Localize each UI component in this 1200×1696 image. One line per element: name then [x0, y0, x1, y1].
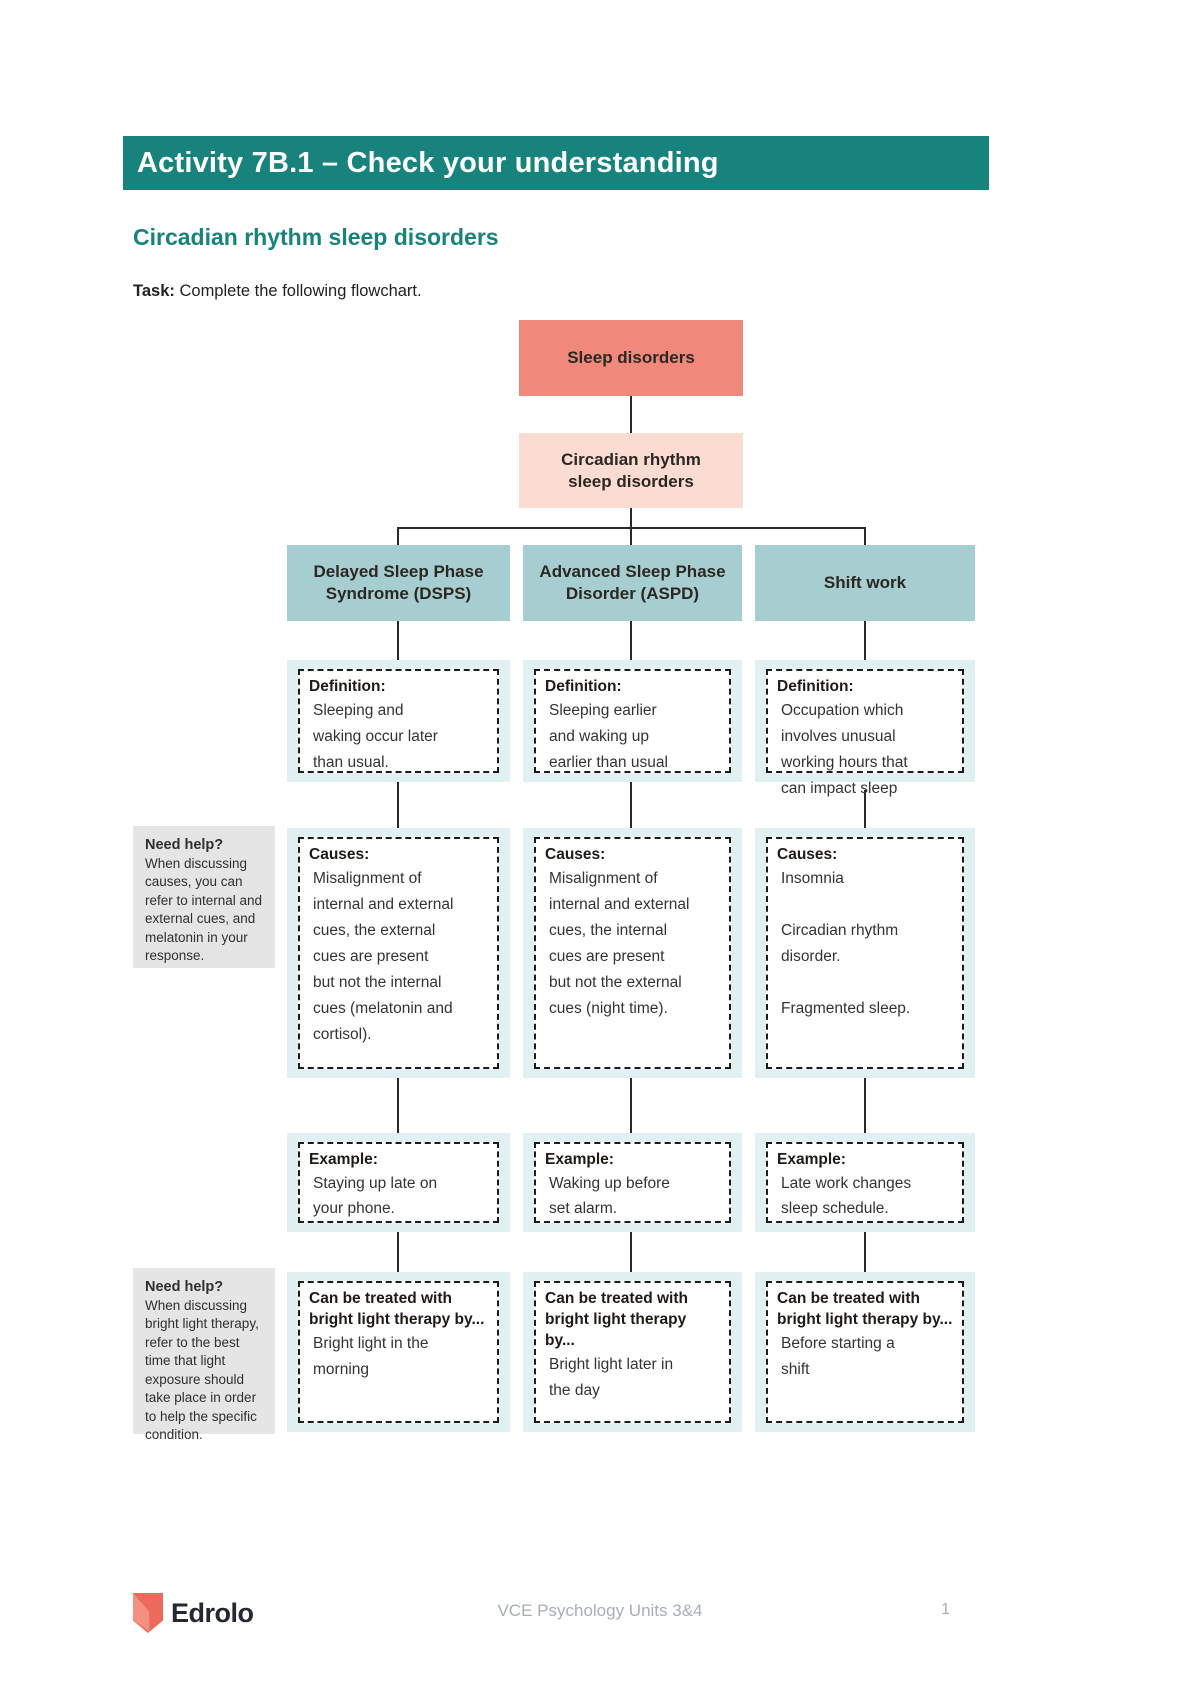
example-field-shift[interactable]: Example: Late work changes sleep schedul…	[766, 1142, 964, 1223]
example-panel-dsps: Example: Staying up late on your phone.	[287, 1133, 510, 1232]
connector-line	[864, 1232, 866, 1272]
causes-field-dsps[interactable]: Causes: Misalignment of internal and ext…	[298, 837, 499, 1069]
causes-label: Causes:	[545, 846, 606, 863]
definition-answer-shift: Occupation which involves unusual workin…	[781, 702, 908, 797]
example-label: Example:	[777, 1151, 846, 1168]
example-panel-aspd: Example: Waking up before set alarm.	[523, 1133, 742, 1232]
definition-panel-aspd: Definition: Sleeping earlier and waking …	[523, 660, 742, 782]
treatment-panel-aspd: Can be treated with bright light therapy…	[523, 1272, 742, 1432]
causes-label: Causes:	[309, 846, 370, 863]
need-help-title: Need help?	[145, 1279, 224, 1295]
definition-field-dsps[interactable]: Definition: Sleeping and waking occur la…	[298, 669, 499, 773]
example-field-aspd[interactable]: Example: Waking up before set alarm.	[534, 1142, 731, 1223]
definition-field-shift[interactable]: Definition: Occupation which involves un…	[766, 669, 964, 797]
definition-answer-dsps: Sleeping and waking occur later than usu…	[313, 702, 438, 771]
connector-line	[864, 1078, 866, 1135]
treatment-answer-shift: Before starting a shift	[781, 1335, 895, 1378]
edrolo-shield-icon	[133, 1593, 163, 1633]
treatment-label: Can be treated with bright light therapy…	[545, 1290, 688, 1349]
header-dsps: Delayed Sleep Phase Syndrome (DSPS)	[287, 545, 510, 621]
section-heading: Circadian rhythm sleep disorders	[133, 224, 499, 250]
treatment-label: Can be treated with bright light therapy…	[777, 1290, 953, 1328]
node-circadian-rhythm: Circadian rhythm sleep disorders	[519, 433, 743, 508]
connector-line	[397, 527, 399, 545]
definition-panel-shift: Definition: Occupation which involves un…	[755, 660, 975, 797]
node-sleep-disorders: Sleep disorders	[519, 320, 743, 396]
causes-panel-aspd: Causes: Misalignment of internal and ext…	[523, 828, 742, 1078]
example-answer-aspd: Waking up before set alarm.	[549, 1175, 670, 1217]
definition-answer-aspd: Sleeping earlier and waking up earlier t…	[549, 702, 668, 771]
example-answer-shift: Late work changes sleep schedule.	[781, 1175, 912, 1217]
connector-line	[630, 527, 632, 545]
connector-line	[864, 621, 866, 660]
causes-field-aspd[interactable]: Causes: Misalignment of internal and ext…	[534, 837, 731, 1069]
connector-line	[397, 1078, 399, 1135]
connector-line	[397, 1232, 399, 1272]
connector-line	[630, 782, 632, 828]
treatment-answer-aspd: Bright light later in the day	[549, 1356, 674, 1399]
causes-answer-shift: Insomnia Circadian rhythm disorder. Frag…	[781, 870, 911, 1017]
connector-line	[630, 621, 632, 660]
treatment-panel-shift: Can be treated with bright light therapy…	[755, 1272, 975, 1432]
causes-answer-dsps: Misalignment of internal and external cu…	[313, 870, 454, 1043]
need-help-body: When discussing causes, you can refer to…	[145, 855, 263, 964]
example-label: Example:	[545, 1151, 614, 1168]
treatment-panel-dsps: Can be treated with bright light therapy…	[287, 1272, 510, 1432]
task-instruction: Task: Complete the following flowchart.	[133, 282, 422, 301]
connector-line	[630, 396, 632, 433]
causes-answer-aspd: Misalignment of internal and external cu…	[549, 870, 690, 1017]
connector-line	[630, 1078, 632, 1135]
example-label: Example:	[309, 1151, 378, 1168]
example-panel-shift: Example: Late work changes sleep schedul…	[755, 1133, 975, 1232]
treatment-answer-dsps: Bright light in the morning	[313, 1335, 429, 1378]
task-text: Complete the following flowchart.	[174, 282, 422, 300]
definition-label: Definition:	[545, 678, 622, 695]
example-field-dsps[interactable]: Example: Staying up late on your phone.	[298, 1142, 499, 1223]
treatment-field-aspd[interactable]: Can be treated with bright light therapy…	[534, 1281, 731, 1423]
definition-label: Definition:	[309, 678, 386, 695]
header-shift-work: Shift work	[755, 545, 975, 621]
connector-line	[630, 1232, 632, 1272]
causes-field-shift[interactable]: Causes: Insomnia Circadian rhythm disord…	[766, 837, 964, 1069]
connector-line	[397, 621, 399, 660]
definition-panel-dsps: Definition: Sleeping and waking occur la…	[287, 660, 510, 782]
definition-field-aspd[interactable]: Definition: Sleeping earlier and waking …	[534, 669, 731, 773]
connector-line	[864, 790, 866, 828]
connector-line	[630, 508, 632, 528]
need-help-body: When discussing bright light therapy, re…	[145, 1297, 259, 1443]
footer-course-title: VCE Psychology Units 3&4	[497, 1601, 703, 1620]
need-help-box-therapy: Need help? When discussing bright light …	[133, 1268, 275, 1442]
task-label: Task:	[133, 282, 175, 300]
treatment-field-dsps[interactable]: Can be treated with bright light therapy…	[298, 1281, 499, 1423]
causes-panel-dsps: Causes: Misalignment of internal and ext…	[287, 828, 510, 1078]
activity-title-bar: Activity 7B.1 – Check your understanding	[123, 136, 989, 190]
connector-line	[864, 527, 866, 545]
edrolo-logo: Edrolo	[133, 1593, 254, 1633]
treatment-field-shift[interactable]: Can be treated with bright light therapy…	[766, 1281, 964, 1423]
footer-page-number: 1	[941, 1601, 950, 1618]
need-help-box-causes: Need help? When discussing causes, you c…	[133, 826, 275, 968]
header-aspd: Advanced Sleep Phase Disorder (ASPD)	[523, 545, 742, 621]
treatment-label: Can be treated with bright light therapy…	[309, 1290, 485, 1328]
connector-line	[397, 782, 399, 828]
example-answer-dsps: Staying up late on your phone.	[313, 1175, 438, 1217]
causes-panel-shift: Causes: Insomnia Circadian rhythm disord…	[755, 828, 975, 1078]
edrolo-logo-text: Edrolo	[171, 1597, 254, 1628]
causes-label: Causes:	[777, 846, 838, 863]
definition-label: Definition:	[777, 678, 854, 695]
need-help-title: Need help?	[145, 837, 224, 853]
